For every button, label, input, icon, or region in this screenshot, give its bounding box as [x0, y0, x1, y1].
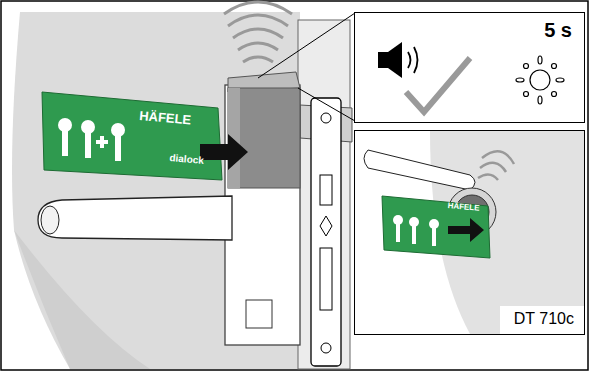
inset-box: DT 710c — [354, 130, 585, 335]
duration-label: 5 s — [544, 19, 572, 42]
inset-box: 5 s — [354, 12, 585, 123]
model-label: DT 710c — [514, 310, 574, 328]
